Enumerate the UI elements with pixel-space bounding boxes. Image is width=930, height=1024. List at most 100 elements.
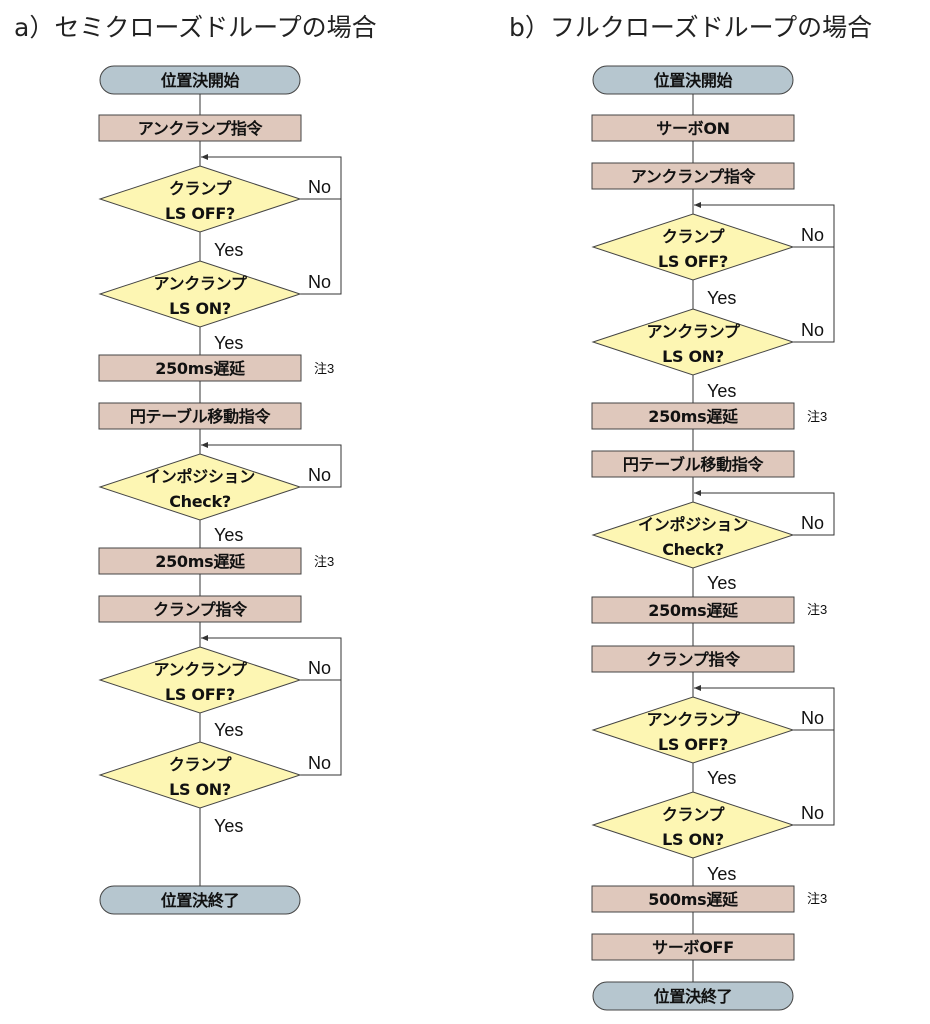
right-unclamp-command-label: アンクランプ指令 xyxy=(631,167,757,186)
right-yes-label-2: Yes xyxy=(707,381,736,401)
left-decision1-line2: LS OFF? xyxy=(165,204,235,223)
left-no-label-5: No xyxy=(308,753,331,773)
right-decision2-line1: アンクランプ xyxy=(646,322,740,341)
right-delay3-box xyxy=(591,885,795,913)
left-start-label: 位置決開始 xyxy=(161,71,240,90)
right-loop2-arrow xyxy=(694,490,701,496)
right-end-label: 位置決終了 xyxy=(654,987,733,1006)
left-loop3-no2 xyxy=(300,638,342,776)
right-flowchart: 位置決開始 サーボON アンクランプ指令 クランプ LS OFF? No Yes… xyxy=(591,65,835,1011)
left-note-1: 注3 xyxy=(314,361,334,376)
left-move-command-label: 円テーブル移動指令 xyxy=(130,407,272,426)
right-decision5-line1: クランプ xyxy=(662,805,726,824)
left-decision5-line1: クランプ xyxy=(169,755,233,774)
left-clamp-command-box xyxy=(98,595,302,623)
left-decision1-line1: クランプ xyxy=(169,179,233,198)
right-servo-off-box xyxy=(591,933,795,961)
right-move-command-label: 円テーブル移動指令 xyxy=(623,455,765,474)
left-loop2-no xyxy=(201,444,342,488)
right-delay1-label: 250ms遅延 xyxy=(648,407,739,426)
right-servo-off-label: サーボOFF xyxy=(652,938,734,957)
left-clamp-command-label: クランプ指令 xyxy=(153,600,248,619)
left-yes-label-2: Yes xyxy=(214,333,243,353)
left-no-label-1: No xyxy=(308,177,331,197)
right-delay1-box xyxy=(591,402,795,430)
left-decision3-line2: Check? xyxy=(169,492,231,511)
right-no-label-2: No xyxy=(801,320,824,340)
right-end-terminal xyxy=(592,981,794,1011)
right-decision1-line1: クランプ xyxy=(662,227,726,246)
right-decision1-line2: LS OFF? xyxy=(658,252,728,271)
right-decision4-line1: アンクランプ xyxy=(646,710,740,729)
left-note-2: 注3 xyxy=(314,554,334,569)
left-yes-label-4: Yes xyxy=(214,720,243,740)
left-decision-clamp-ls-on xyxy=(98,741,302,809)
right-decision-in-position xyxy=(591,501,795,569)
right-yes-label-1: Yes xyxy=(707,288,736,308)
left-decision5-line2: LS ON? xyxy=(169,780,231,799)
right-decision-clamp-ls-on xyxy=(591,791,795,859)
right-servo-on-label: サーボON xyxy=(656,119,730,138)
left-yes-label-1: Yes xyxy=(214,240,243,260)
left-decision3-line1: インポジション xyxy=(145,467,255,486)
left-decision-unclamp-ls-on xyxy=(98,260,302,328)
left-loop3-arrow xyxy=(201,635,208,641)
left-loop2-arrow xyxy=(201,442,208,448)
left-flowchart: 位置決開始 アンクランプ指令 クランプ LS OFF? No Yes アンクラン… xyxy=(98,65,342,915)
left-decision2-line1: アンクランプ xyxy=(153,274,247,293)
left-end-terminal xyxy=(99,885,301,915)
left-start-terminal xyxy=(99,65,301,95)
right-note-1: 注3 xyxy=(807,409,827,424)
right-clamp-command-label: クランプ指令 xyxy=(646,650,741,669)
right-decision3-line1: インポジション xyxy=(638,515,748,534)
right-delay2-label: 250ms遅延 xyxy=(648,601,739,620)
left-title: a）セミクローズドループの場合 xyxy=(14,13,377,42)
left-unclamp-command-box xyxy=(98,114,302,142)
right-no-label-4: No xyxy=(801,708,824,728)
left-delay2-label: 250ms遅延 xyxy=(155,552,246,571)
right-decision-unclamp-ls-off xyxy=(591,696,795,764)
right-delay3-label: 500ms遅延 xyxy=(648,890,739,909)
right-no-label-1: No xyxy=(801,225,824,245)
right-title: b）フルクローズドループの場合 xyxy=(509,13,872,42)
right-decision-unclamp-ls-on xyxy=(591,308,795,376)
right-decision-clamp-ls-off xyxy=(591,213,795,281)
left-unclamp-command-label: アンクランプ指令 xyxy=(138,119,264,138)
left-delay1-box xyxy=(98,354,302,382)
left-no-label-4: No xyxy=(308,658,331,678)
right-start-label: 位置決開始 xyxy=(654,71,733,90)
right-loop3-arrow xyxy=(694,685,701,691)
left-loop1-no2 xyxy=(300,157,342,295)
right-yes-label-4: Yes xyxy=(707,768,736,788)
left-no-label-3: No xyxy=(308,465,331,485)
left-decision2-line2: LS ON? xyxy=(169,299,231,318)
right-no-label-3: No xyxy=(801,513,824,533)
right-decision4-line2: LS OFF? xyxy=(658,735,728,754)
right-yes-label-3: Yes xyxy=(707,573,736,593)
left-decision4-line2: LS OFF? xyxy=(165,685,235,704)
left-delay2-box xyxy=(98,547,302,575)
left-no-label-2: No xyxy=(308,272,331,292)
right-loop1-no2 xyxy=(793,205,835,343)
right-move-command-box xyxy=(591,450,795,478)
left-decision-unclamp-ls-off xyxy=(98,646,302,714)
right-note-3: 注3 xyxy=(807,891,827,906)
right-loop1-arrow xyxy=(694,202,701,208)
right-loop3-no2 xyxy=(793,688,835,826)
right-note-2: 注3 xyxy=(807,602,827,617)
left-yes-label-5: Yes xyxy=(214,816,243,836)
left-decision-clamp-ls-off xyxy=(98,165,302,233)
left-decision-in-position xyxy=(98,453,302,521)
left-move-command-box xyxy=(98,402,302,430)
right-delay2-box xyxy=(591,596,795,624)
right-no-label-5: No xyxy=(801,803,824,823)
right-loop2-no xyxy=(694,492,835,536)
left-loop1-arrow xyxy=(201,154,208,160)
left-yes-label-3: Yes xyxy=(214,525,243,545)
right-decision2-line2: LS ON? xyxy=(662,347,724,366)
right-start-terminal xyxy=(592,65,794,95)
left-delay1-label: 250ms遅延 xyxy=(155,359,246,378)
left-decision4-line1: アンクランプ xyxy=(153,660,247,679)
right-servo-on-box xyxy=(591,114,795,142)
